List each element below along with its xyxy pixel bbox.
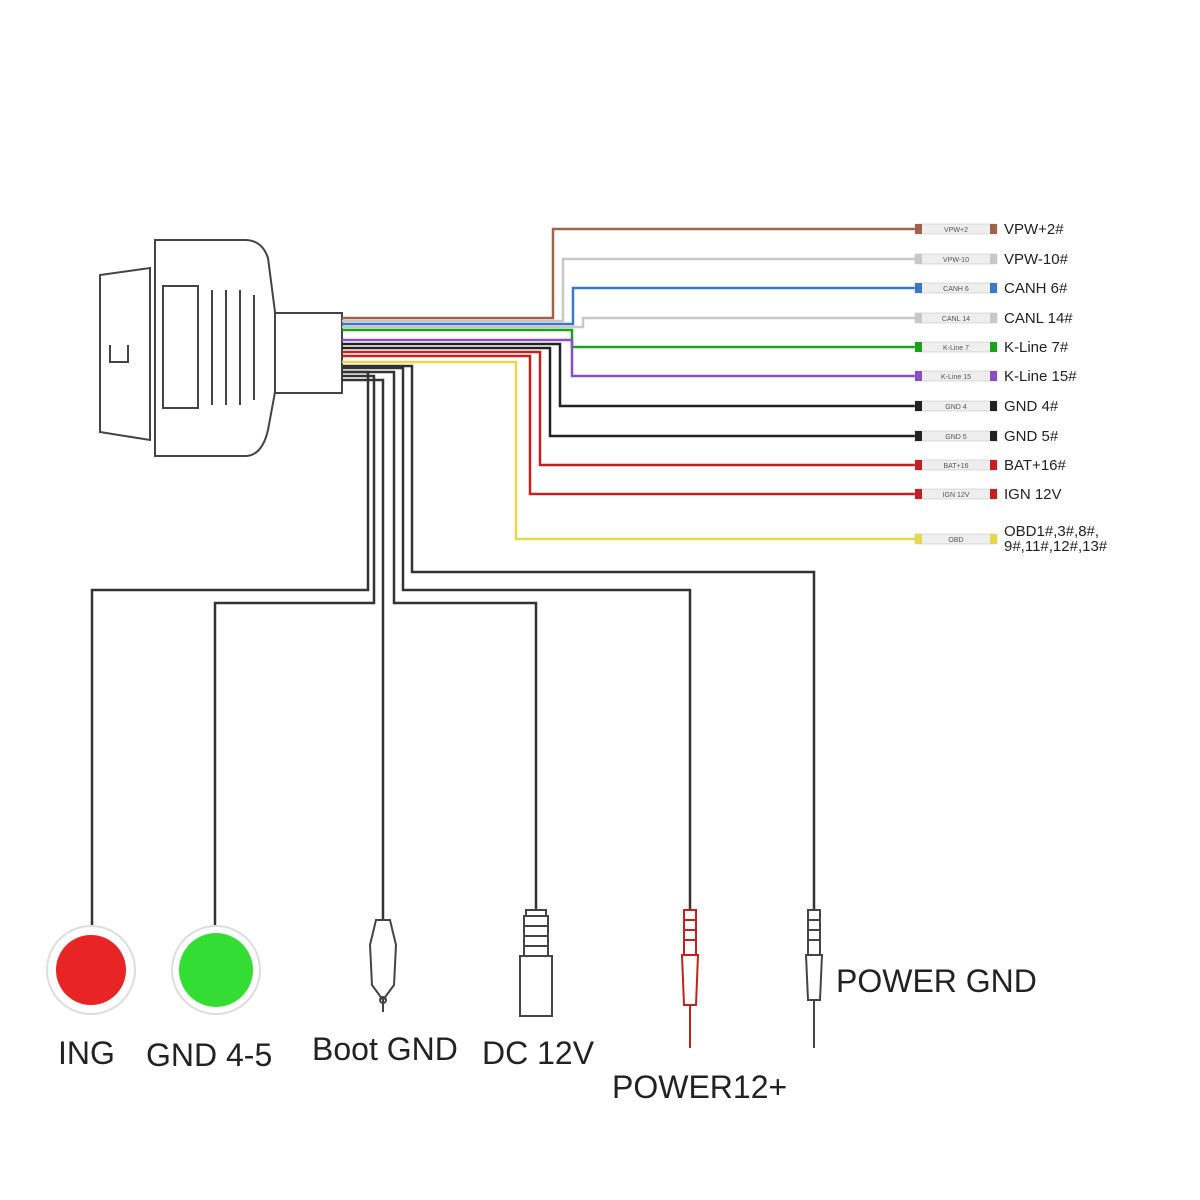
tag-text: CANL 14 bbox=[942, 316, 970, 323]
tag-color-cap bbox=[990, 401, 997, 411]
wire-4 bbox=[342, 328, 915, 349]
pin-tag: GND 4 GND 4# bbox=[914, 398, 1059, 415]
pin-tag: CANH 6 CANH 6# bbox=[914, 280, 1068, 297]
pin-tag: GND 5 GND 5# bbox=[914, 428, 1059, 445]
pin-label: VPW-10# bbox=[1004, 251, 1069, 268]
tag-color-cap bbox=[990, 460, 997, 470]
wire-power12 bbox=[342, 366, 692, 910]
label-ing: ING bbox=[58, 1035, 115, 1071]
ing-button bbox=[46, 925, 136, 1015]
pin-tag: IGN 12V IGN 12V bbox=[914, 486, 1062, 503]
label-dc12v: DC 12V bbox=[482, 1035, 595, 1071]
wire-10 bbox=[342, 360, 915, 541]
wire-5 bbox=[342, 338, 915, 378]
tag-color-cap bbox=[915, 401, 922, 411]
wire-3 bbox=[342, 316, 915, 329]
tag-text: BAT+16 bbox=[944, 463, 969, 470]
tag-text: VPW+2 bbox=[944, 227, 968, 234]
pin-tag: BAT+16 BAT+16# bbox=[914, 457, 1067, 474]
pin-tag: VPW+2 VPW+2# bbox=[914, 221, 1064, 238]
tag-color-cap bbox=[915, 342, 922, 352]
label-power12: POWER12+ bbox=[612, 1069, 787, 1105]
dc-jack-icon bbox=[519, 909, 553, 1017]
tag-color-cap bbox=[990, 342, 997, 352]
tag-color-cap bbox=[990, 313, 997, 323]
tag-color-cap bbox=[990, 254, 997, 264]
tag-color-cap bbox=[990, 489, 997, 499]
black-banana-plug-icon bbox=[804, 909, 824, 1048]
tag-text: GND 5 bbox=[945, 434, 967, 441]
obd-connector bbox=[99, 239, 343, 457]
pin-label: VPW+2# bbox=[1004, 221, 1064, 238]
wire-gnd45 bbox=[213, 374, 376, 925]
wire-power-gnd bbox=[342, 364, 816, 910]
tag-color-cap bbox=[915, 283, 922, 293]
label-gnd45: GND 4-5 bbox=[146, 1037, 272, 1073]
tag-color-cap bbox=[990, 431, 997, 441]
pin-tag: VPW-10 VPW-10# bbox=[914, 251, 1069, 268]
pin-label: BAT+16# bbox=[1004, 457, 1067, 474]
tag-color-cap bbox=[990, 371, 997, 381]
tag-text: K-Line 15 bbox=[941, 374, 971, 381]
tag-color-cap bbox=[990, 534, 997, 544]
tag-text: OBD bbox=[948, 537, 963, 544]
pin-tag: K-Line 15 K-Line 15# bbox=[914, 368, 1077, 385]
wire-8 bbox=[342, 350, 915, 467]
pin-label-line2: 9#,11#,12#,13# bbox=[1004, 538, 1108, 555]
tag-text: IGN 12V bbox=[943, 492, 970, 499]
pin-tag: K-Line 7 K-Line 7# bbox=[914, 339, 1069, 356]
pin-label: OBD1#,3#,8#, bbox=[1004, 523, 1099, 540]
tag-color-cap bbox=[915, 489, 922, 499]
tag-text: CANH 6 bbox=[943, 286, 969, 293]
upper-wire-bundle bbox=[342, 227, 915, 541]
pin-label: GND 5# bbox=[1004, 428, 1059, 445]
wire-9 bbox=[342, 354, 915, 496]
wire-dc12v bbox=[342, 370, 538, 910]
pin-label: K-Line 15# bbox=[1004, 368, 1077, 385]
tag-color-cap bbox=[990, 283, 997, 293]
pin-tag: CANL 14 CANL 14# bbox=[914, 310, 1073, 327]
tag-color-cap bbox=[915, 313, 922, 323]
wire-boot-gnd bbox=[342, 378, 385, 920]
wire-2 bbox=[342, 286, 915, 326]
label-power-gnd: POWER GND bbox=[836, 963, 1037, 999]
pin-label: IGN 12V bbox=[1004, 486, 1062, 503]
tag-text: GND 4 bbox=[945, 404, 967, 411]
lower-wire-bundle bbox=[90, 364, 816, 925]
wire-ing bbox=[90, 370, 370, 925]
wire-7 bbox=[342, 346, 915, 438]
label-boot-gnd: Boot GND bbox=[312, 1031, 458, 1067]
tag-color-cap bbox=[915, 224, 922, 234]
tag-color-cap bbox=[915, 431, 922, 441]
tag-color-cap bbox=[990, 224, 997, 234]
wire-0 bbox=[342, 227, 915, 320]
red-banana-plug-icon bbox=[680, 909, 700, 1048]
pin-tag: OBD 9#,11#,12#,13#OBD1#,3#,8#, bbox=[914, 523, 1108, 555]
pin-label: GND 4# bbox=[1004, 398, 1059, 415]
pin-label: CANL 14# bbox=[1004, 310, 1073, 327]
tag-color-cap bbox=[915, 371, 922, 381]
wire-1 bbox=[342, 257, 915, 323]
tag-color-cap bbox=[915, 534, 922, 544]
alligator-clip-icon bbox=[368, 919, 398, 1012]
tag-color-cap bbox=[915, 460, 922, 470]
wire-6 bbox=[342, 342, 915, 408]
tag-text: K-Line 7 bbox=[943, 345, 969, 352]
gnd45-button bbox=[171, 925, 261, 1015]
pin-label: K-Line 7# bbox=[1004, 339, 1069, 356]
tag-text: VPW-10 bbox=[943, 257, 969, 264]
tag-color-cap bbox=[915, 254, 922, 264]
pin-label: CANH 6# bbox=[1004, 280, 1068, 297]
